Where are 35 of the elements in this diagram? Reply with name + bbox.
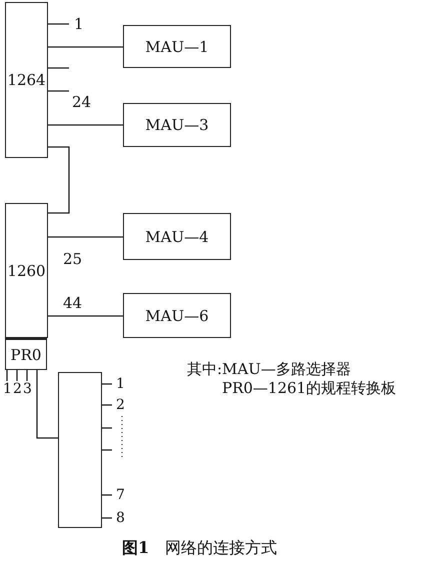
port-number: 7 [116,488,125,502]
port-number: 1 [116,377,125,391]
connector-line [48,236,123,238]
port-number: 44 [63,296,82,311]
unit-box [123,293,231,338]
unit-label: 1264 [7,71,46,89]
unit-label: MAU—4 [145,228,209,246]
port-number: 1 [74,17,84,32]
unit-box [5,338,47,370]
unit-box [5,203,48,338]
unit-label: PR0 [10,346,42,364]
unit-box [123,213,231,260]
pin-number: 1 [3,382,12,396]
unit-label: MAU—6 [145,306,209,324]
port-number: 24 [72,95,92,110]
unit-box [123,103,231,147]
port-number: 2 [116,398,125,412]
unit-box [58,372,102,528]
connector-line [48,46,123,48]
connector-line [48,315,123,317]
unit-label: 1260 [7,262,46,280]
unit-box [123,25,231,68]
connector-line [48,124,123,126]
unit-label: MAU—1 [145,38,209,56]
unit-box [5,2,48,158]
figure-caption: 图1 网络的连接方式 [122,540,278,556]
pin-number: 2 [13,382,22,396]
connector-line [36,370,58,439]
unit-label: MAU—3 [145,116,209,134]
note-text: PR0—1261的规程转换板 [222,381,396,396]
pin-number: 3 [23,382,32,396]
note-text: 其中:MAU—多路选择器 [187,362,351,377]
connector-line [48,146,70,214]
port-number: 8 [116,511,125,525]
port-number: 25 [63,252,82,267]
